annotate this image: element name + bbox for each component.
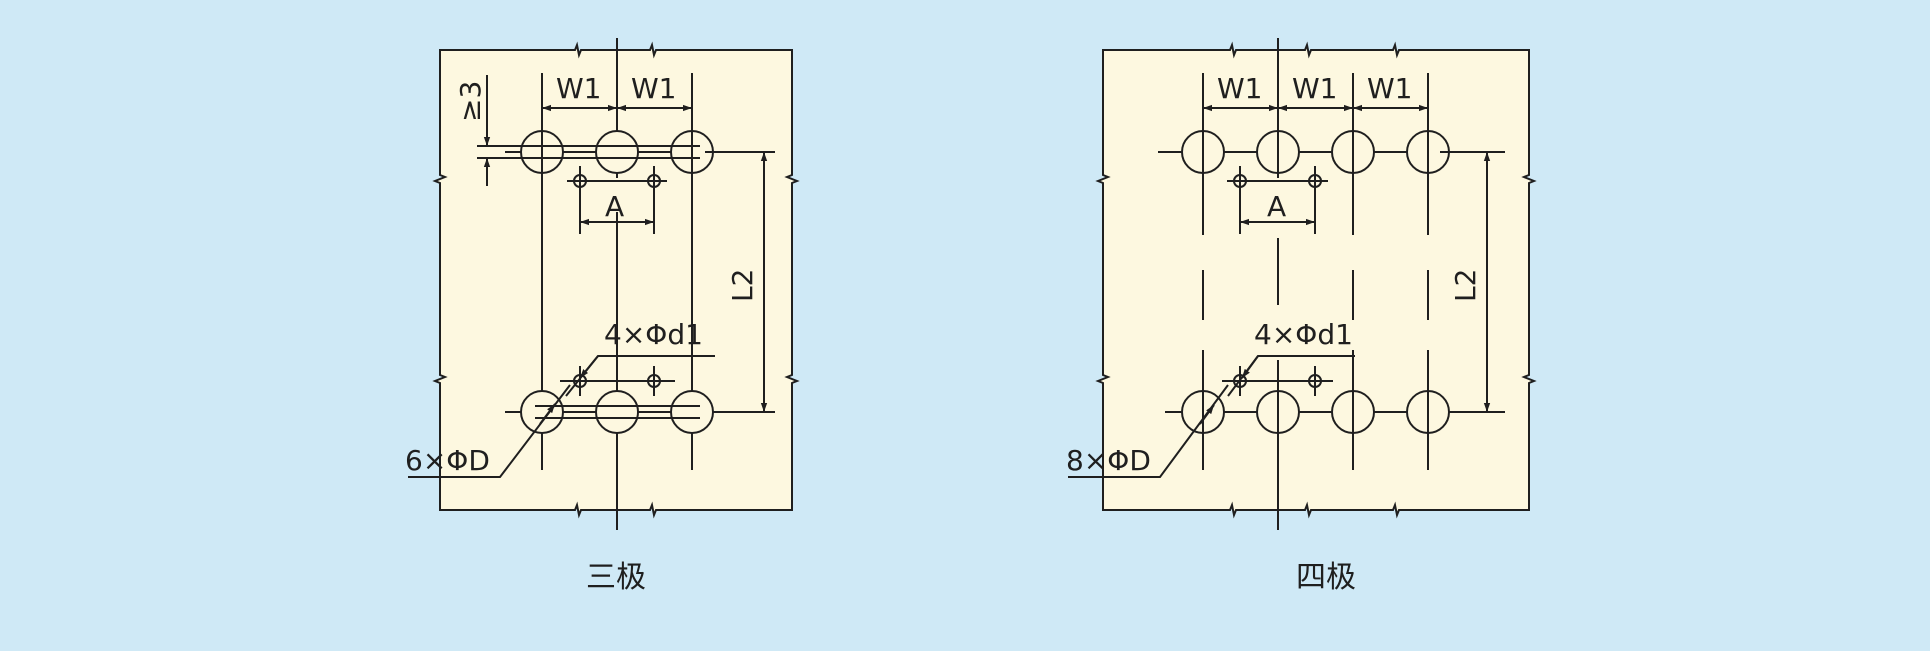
- l2-label: L2: [1449, 269, 1482, 302]
- a-label: A: [605, 190, 624, 223]
- w1-label-c: W1: [1367, 72, 1413, 105]
- caption-four-pole: 四极: [1296, 560, 1356, 595]
- l2-label: L2: [726, 269, 759, 302]
- d1-label: 4×Φd1: [1254, 318, 1353, 351]
- hole-bottom-3: [670, 390, 714, 434]
- d1-label: 4×Φd1: [604, 318, 703, 351]
- bigd-leader-arrow: [539, 403, 556, 425]
- d1-leader-arrow: [1241, 355, 1259, 379]
- w1-label-b: W1: [631, 72, 677, 105]
- d1-leader-arrow: [579, 355, 599, 379]
- mount-hole-top-left: [573, 174, 587, 188]
- caption-three-pole: 三极: [586, 560, 646, 595]
- a-label: A: [1267, 190, 1286, 223]
- w1-label-a: W1: [556, 72, 602, 105]
- hole-top-2: [595, 130, 639, 174]
- gap-label: ≥3: [454, 81, 487, 122]
- mount-hole-top-right: [647, 174, 661, 188]
- mount-hole-top-left: [1233, 174, 1247, 188]
- hole-bottom-1: [520, 390, 564, 434]
- w1-label-b: W1: [1292, 72, 1338, 105]
- diagram-three-pole: [408, 38, 800, 530]
- diagram-four-pole: [1068, 38, 1537, 530]
- hole-bottom-2: [595, 390, 639, 434]
- bigd-label: 6×ΦD: [405, 444, 490, 477]
- bigd-leader-arrow: [1199, 404, 1215, 425]
- w1-label-a: W1: [1217, 72, 1263, 105]
- mount-hole-top-right: [1308, 174, 1322, 188]
- bigd-label: 8×ΦD: [1066, 444, 1151, 477]
